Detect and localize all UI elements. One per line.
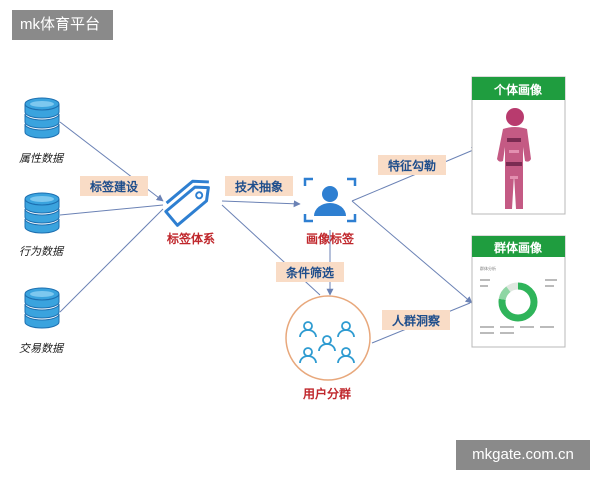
source-transaction: 交易数据 — [19, 287, 65, 355]
edge-label-tag-build: 标签建设 — [80, 176, 148, 196]
source-label: 属性数据 — [19, 152, 65, 165]
watermark-bottom: mkgate.com.cn — [456, 440, 590, 470]
svg-text:人群洞察: 人群洞察 — [392, 313, 441, 328]
node-user-segment: 用户分群 — [285, 295, 371, 401]
source-label: 交易数据 — [19, 342, 65, 355]
node-label: 标签体系 — [166, 231, 215, 246]
node-label: 用户分群 — [302, 386, 351, 401]
source-behavior: 行为数据 — [19, 192, 65, 258]
node-label: 画像标签 — [306, 231, 355, 246]
tag-icon — [164, 179, 210, 227]
source-label: 行为数据 — [19, 245, 65, 258]
donut-chart-image — [498, 282, 538, 322]
database-icon — [24, 97, 60, 139]
card-group-portrait: 群体画像 群体分析 — [471, 235, 566, 348]
svg-text:标签建设: 标签建设 — [89, 179, 139, 194]
database-icon — [24, 192, 60, 234]
card-title: 个体画像 — [493, 82, 543, 97]
human-silhouette-image — [497, 108, 531, 209]
edge-label-condition-filter: 条件筛选 — [276, 262, 344, 282]
portrait-icon — [303, 177, 357, 223]
database-icon — [24, 287, 60, 329]
source-attribute: 属性数据 — [19, 97, 65, 165]
edge-label-tech-abstract: 技术抽象 — [225, 176, 293, 196]
watermark-top: mk体育平台 — [12, 10, 113, 40]
node-tag-system: 标签体系 — [164, 179, 215, 246]
card-individual-portrait: 个体画像 — [471, 76, 566, 215]
svg-text:条件筛选: 条件筛选 — [285, 265, 334, 280]
edge-label-group-insight: 人群洞察 — [382, 310, 450, 330]
user-group-icon — [299, 321, 355, 364]
node-portrait-tag: 画像标签 — [303, 177, 357, 246]
svg-text:技术抽象: 技术抽象 — [235, 179, 283, 194]
svg-text:特征勾勒: 特征勾勒 — [388, 158, 436, 173]
group-chart-title: 群体分析 — [480, 265, 496, 271]
edge-label-feature-outline: 特征勾勒 — [378, 155, 446, 175]
card-title: 群体画像 — [493, 240, 543, 255]
